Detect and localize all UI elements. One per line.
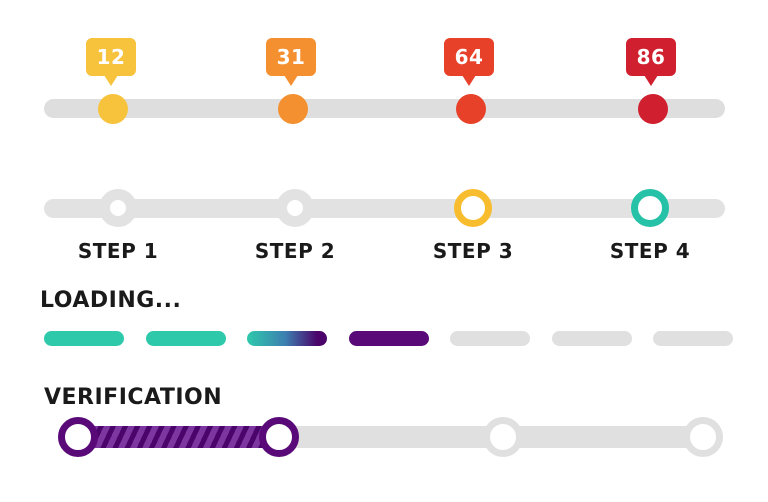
loading-title: LOADING... xyxy=(40,288,182,313)
slider-tooltip-value: 31 xyxy=(276,45,306,69)
verification-progress-fill xyxy=(62,426,287,448)
slider-knob[interactable] xyxy=(278,94,308,124)
loading-section: LOADING... xyxy=(0,280,768,360)
step-label-3: STEP 3 xyxy=(432,239,514,263)
loading-segment xyxy=(146,331,226,346)
loading-segment xyxy=(349,331,429,346)
slider-knob[interactable] xyxy=(456,94,486,124)
verification-handle-3[interactable] xyxy=(483,417,523,457)
step-marker-4[interactable] xyxy=(631,189,669,227)
step-marker-2[interactable] xyxy=(276,189,314,227)
loading-segment xyxy=(450,331,530,346)
slider-knob[interactable] xyxy=(638,94,668,124)
loading-segment xyxy=(44,331,124,346)
verification-handle-2[interactable] xyxy=(259,417,299,457)
slider-tooltip: 64 xyxy=(444,38,494,86)
slider-tooltip: 86 xyxy=(626,38,676,86)
slider-tooltip-value: 64 xyxy=(454,45,484,69)
slider-track[interactable] xyxy=(44,99,725,118)
loading-segment xyxy=(653,331,733,346)
value-slider-section: 12 31 64 86 xyxy=(0,0,768,160)
step-indicator-section: STEP 1 STEP 2 STEP 3 STEP 4 xyxy=(0,160,768,280)
verification-section: VERIFICATION xyxy=(0,375,768,502)
loading-segment xyxy=(552,331,632,346)
slider-tooltip: 31 xyxy=(266,38,316,86)
slider-tooltip-value: 12 xyxy=(96,45,126,69)
loading-segment xyxy=(247,331,327,346)
step-label-4: STEP 4 xyxy=(609,239,691,263)
slider-knob[interactable] xyxy=(98,94,128,124)
step-label-1: STEP 1 xyxy=(77,239,159,263)
slider-tooltip-value: 86 xyxy=(636,45,666,69)
step-marker-3[interactable] xyxy=(454,189,492,227)
verification-handle-4[interactable] xyxy=(683,417,723,457)
step-label-2: STEP 2 xyxy=(254,239,336,263)
step-marker-1[interactable] xyxy=(99,189,137,227)
verification-title: VERIFICATION xyxy=(44,385,223,410)
verification-handle-1[interactable] xyxy=(58,417,98,457)
steps-track xyxy=(44,199,725,218)
slider-tooltip: 12 xyxy=(86,38,136,86)
